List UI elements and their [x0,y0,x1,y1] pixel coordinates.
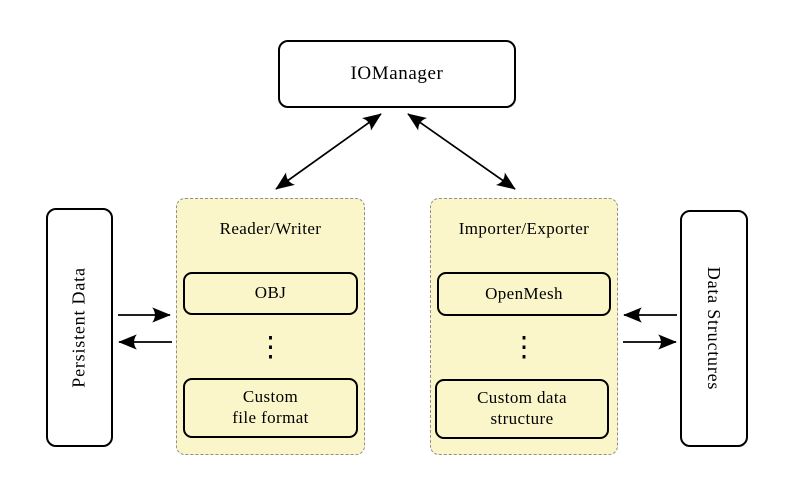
node-custom-data-structure: Custom data structure [435,379,609,439]
custom-file-format-line2: file format [232,408,309,427]
obj-label: OBJ [254,283,287,303]
node-openmesh: OpenMesh [437,272,611,316]
importer-exporter-title: Importer/Exporter [458,219,590,238]
reader-writer-title: Reader/Writer [219,219,322,238]
node-iomanager: IOManager [278,40,516,108]
custom-data-structure-line2: structure [490,409,554,428]
node-data-structures: Data Structures [680,210,748,447]
node-custom-file-format: Custom file format [183,378,358,438]
group-reader-writer: Reader/Writer OBJ ⋮ Custom file format [176,198,365,455]
vertical-ellipsis: ⋮ [256,332,285,363]
custom-data-structure-line1: Custom data [477,388,567,408]
group-importer-exporter: Importer/Exporter OpenMesh ⋮ Custom data… [430,198,618,455]
custom-file-format-line1: Custom [242,387,299,407]
vertical-ellipsis: ⋮ [510,332,538,363]
openmesh-label: OpenMesh [485,283,563,303]
iomanager-label: IOManager [350,63,444,84]
node-persistent-data: Persistent Data [46,208,113,447]
persistent-data-label: Persistent Data [69,267,90,388]
arrow-iomanager-importerexporter [407,113,516,190]
node-obj: OBJ [183,272,358,315]
data-structures-label: Data Structures [704,266,725,391]
arrow-iomanager-readerwriter [275,113,382,190]
